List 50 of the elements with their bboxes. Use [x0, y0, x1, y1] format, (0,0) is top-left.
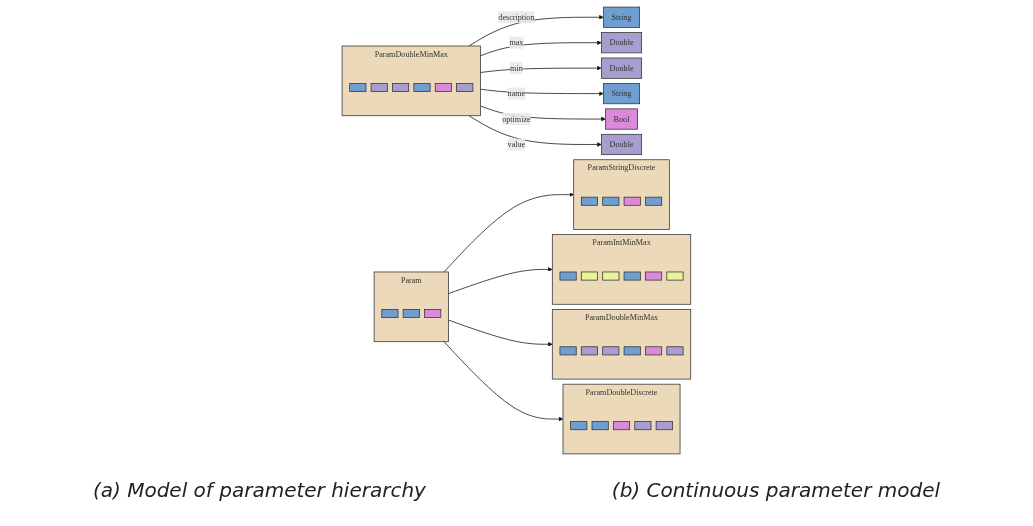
node-box [623, 196, 641, 206]
node-box [381, 308, 399, 318]
node-box [602, 345, 620, 355]
node-box [559, 345, 577, 355]
edge-label: min [510, 63, 523, 72]
node-box [655, 420, 673, 430]
node-box [392, 82, 410, 92]
edge-label: name [507, 88, 526, 98]
node-box [634, 420, 652, 430]
node-box: String [603, 82, 641, 104]
node-box: Double [601, 31, 643, 53]
node-box [349, 82, 367, 92]
node-box [666, 345, 684, 355]
node-box [591, 420, 609, 430]
node-box: Bool [605, 108, 639, 130]
node-box [602, 196, 620, 206]
node-box [559, 271, 577, 280]
node-box [456, 82, 474, 92]
edge-label: value [507, 139, 526, 149]
node-box [424, 308, 442, 318]
edge-label: max [509, 37, 524, 47]
node-box [613, 420, 631, 430]
node-box [570, 420, 588, 430]
node-box [434, 82, 452, 92]
node-box [645, 345, 663, 355]
edge-label: optimize [502, 113, 531, 123]
node-box [402, 308, 420, 318]
figure-caption: (b) Continuous parameter model [611, 478, 941, 502]
node-box [581, 196, 599, 206]
cluster: ParamDoubleMinMax [341, 45, 481, 116]
node-box [602, 271, 620, 280]
edge-label: description [498, 12, 535, 21]
cluster: Param [373, 271, 449, 342]
cluster: ParamIntMinMax [552, 233, 692, 305]
node-box [413, 82, 431, 92]
node-box [581, 271, 599, 280]
node-box [581, 345, 599, 355]
cluster: ParamDoubleDiscrete [562, 383, 681, 454]
node-box [623, 345, 641, 355]
cluster: ParamDoubleMinMax [552, 308, 692, 379]
node-box [645, 196, 663, 206]
node-box [370, 82, 388, 92]
node-box: Double [601, 57, 643, 79]
node-box: String [603, 6, 641, 28]
node-box [666, 271, 684, 280]
node-box [645, 271, 663, 280]
node-box: Double [601, 133, 643, 155]
cluster: ParamStringDiscrete [573, 158, 670, 230]
node-box [623, 271, 641, 280]
figure-caption: (a) Model of parameter hierarchy [92, 478, 426, 502]
